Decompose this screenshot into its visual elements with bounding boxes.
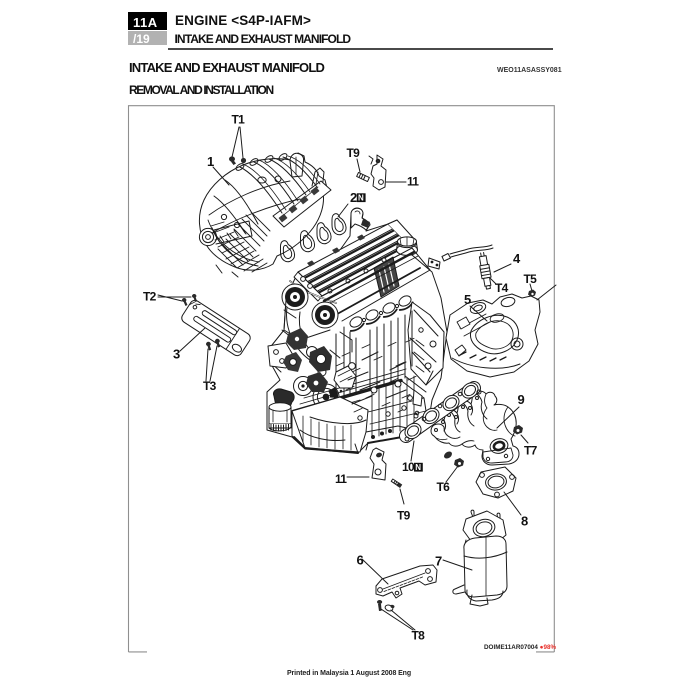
svg-text:5: 5 [464,292,471,307]
svg-text:11: 11 [407,175,419,189]
svg-text:7: 7 [435,554,442,569]
svg-text:9: 9 [518,392,525,407]
svg-text:T6: T6 [437,480,451,494]
svg-text:10: 10 [402,460,415,474]
svg-text:T8: T8 [412,629,426,643]
svg-text:4: 4 [513,251,521,266]
svg-text:T5: T5 [524,272,538,286]
svg-text:2: 2 [350,190,357,205]
svg-text:1: 1 [207,154,214,169]
svg-text:T9: T9 [397,509,411,523]
svg-text:N: N [358,194,364,203]
svg-text:11: 11 [335,472,347,486]
svg-text:T7: T7 [524,444,538,458]
svg-text:3: 3 [173,347,180,362]
svg-text:T9: T9 [347,146,361,160]
svg-text:6: 6 [357,553,364,568]
svg-text:8: 8 [521,514,528,529]
svg-text:T2: T2 [143,290,157,304]
svg-text:T4: T4 [495,281,509,295]
svg-text:T3: T3 [203,379,217,393]
svg-text:T1: T1 [232,113,246,127]
svg-text:N: N [415,463,421,472]
